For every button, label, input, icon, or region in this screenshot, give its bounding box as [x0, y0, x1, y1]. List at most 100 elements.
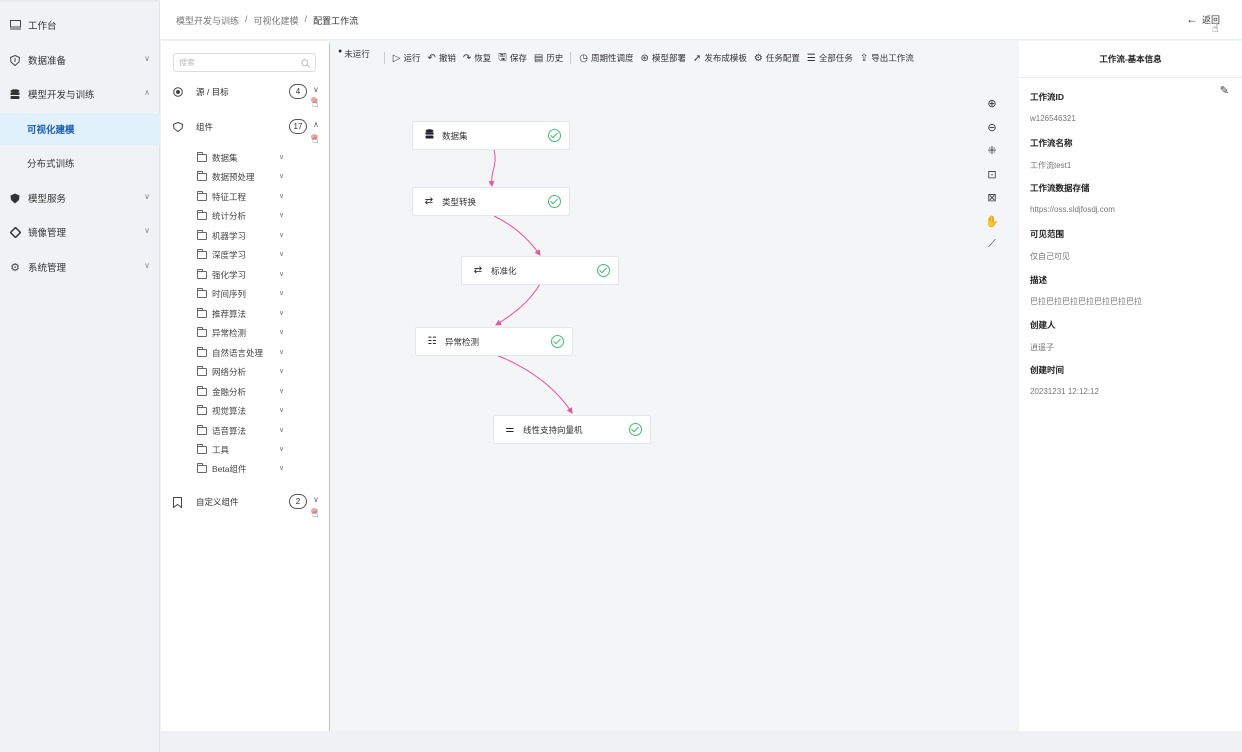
chevron-down-icon[interactable]: ∨ — [313, 85, 319, 94]
workflow-node-type-conversion[interactable]: ⇄ 类型转换 — [412, 187, 570, 216]
workflow-node-dataset[interactable]: 数据集 — [412, 121, 570, 150]
bookmark-icon — [173, 497, 183, 508]
workflow-node-standardize[interactable]: ⇄ 标准化 — [461, 256, 619, 285]
chevron-down-icon[interactable]: ∨ — [279, 368, 285, 375]
fit-icon[interactable]: ⁜ — [987, 145, 997, 157]
folder-item[interactable]: 推荐算法∨ — [197, 305, 297, 323]
export-workflow-button[interactable]: ⇪导出工作流 — [860, 52, 914, 64]
zoom-in-icon[interactable]: ⊕ — [987, 98, 997, 110]
deploy-label: 模型部署 — [651, 53, 686, 63]
folder-icon — [197, 425, 207, 435]
chart-icon[interactable]: ⟋ — [988, 238, 996, 250]
status-label: 未运行 — [344, 48, 370, 59]
folder-label: 深度学习 — [212, 250, 247, 260]
folder-item[interactable]: 视觉算法∨ — [197, 402, 297, 420]
folder-label: 金融分析 — [212, 387, 247, 397]
actual-size-icon[interactable]: ⊡ — [987, 168, 997, 181]
undo-button[interactable]: ↶撤销 — [427, 52, 455, 64]
chevron-down-icon[interactable]: ∨ — [279, 193, 285, 200]
workflow-canvas[interactable]: ● 未运行 ▷运行 ↶撤销 ↷恢复 🖫保存 ▤历史 ◷周期性调度 ⊛模型部署 ➚… — [330, 41, 1018, 731]
nav-item-data-prep[interactable]: 数据准备 ∨ — [0, 45, 160, 75]
workflow-node-anomaly-detection[interactable]: ☷ 异常检测 — [415, 327, 573, 356]
nav-sub-visual-modeling[interactable]: 可视化建模 — [0, 113, 160, 145]
folder-item[interactable]: 统计分析∨ — [197, 207, 297, 225]
folder-item[interactable]: 金融分析 ∨ — [197, 383, 297, 401]
nav-item-model-service[interactable]: 模型服务 ∨ — [0, 183, 160, 213]
chevron-down-icon[interactable]: ∨ — [279, 154, 285, 161]
folder-item[interactable]: 网络分析 ∨ — [197, 363, 297, 381]
undo-icon: ↶ — [427, 52, 436, 64]
schedule-button[interactable]: ◷周期性调度 — [579, 52, 633, 64]
run-button[interactable]: ▷运行 — [393, 52, 421, 64]
back-button[interactable]: ← 返回 — [1186, 12, 1220, 26]
chevron-down-icon[interactable]: ∨ — [279, 212, 285, 219]
redo-button[interactable]: ↷恢复 — [463, 52, 491, 64]
group-custom-components[interactable]: 自定义组件 2 ∨ — [173, 492, 323, 512]
nav-sub-label: 分布式训练 — [27, 159, 75, 170]
history-button[interactable]: ▤历史 — [534, 52, 563, 64]
folder-label: 网络分析 — [212, 367, 247, 377]
folder-item[interactable]: 语音算法∨ — [197, 422, 297, 440]
task-config-button[interactable]: ⚙任务配置 — [754, 52, 800, 64]
folder-label: 时间序列 — [212, 289, 247, 299]
chevron-down-icon[interactable]: ∨ — [279, 427, 285, 434]
folder-item[interactable]: Beta组件∨ — [197, 460, 297, 478]
folder-item[interactable]: 工具∨ — [197, 441, 297, 459]
chevron-down-icon[interactable]: ∨ — [279, 232, 285, 239]
chevron-down-icon[interactable]: ∨ — [279, 173, 285, 180]
chevron-down-icon[interactable]: ∨ — [279, 310, 285, 317]
chevron-down-icon[interactable]: ∨ — [279, 251, 285, 258]
group-source-target[interactable]: 源 / 目标 4 ∨ — [173, 82, 323, 102]
chevron-down-icon[interactable]: ∨ — [279, 446, 285, 453]
target-icon — [173, 87, 183, 97]
folder-item[interactable]: 自然语言处理∨ — [197, 344, 297, 362]
all-tasks-button[interactable]: ☰全部任务 — [807, 52, 853, 64]
folder-item[interactable]: 时间序列 ∨ — [197, 285, 297, 303]
folder-item[interactable]: 强化学习∨ — [197, 266, 297, 284]
folder-item[interactable]: 深度学习 ∨ — [197, 246, 297, 264]
folder-icon — [197, 366, 207, 376]
hand-icon[interactable]: ✋ — [985, 215, 999, 228]
folder-icon — [197, 230, 207, 240]
nav-item-model-dev[interactable]: 模型开发与训练 ∧ — [0, 79, 160, 109]
chevron-up-icon[interactable]: ∧ — [313, 120, 319, 129]
deploy-button[interactable]: ⊛模型部署 — [641, 52, 686, 64]
chevron-down-icon[interactable]: ∨ — [279, 465, 285, 472]
group-components[interactable]: 组件 17 ∧ — [173, 117, 323, 137]
field-label: 工作流数据存储 — [1030, 183, 1090, 193]
zoom-out-icon[interactable]: ⊖ — [987, 121, 997, 134]
chevron-down-icon[interactable]: ∨ — [279, 349, 285, 356]
nav-item-image-mgmt[interactable]: 镜像管理 ∨ — [0, 217, 160, 247]
frame-icon[interactable]: ⊠ — [987, 192, 997, 204]
folder-item[interactable]: 数据集∨ — [197, 149, 297, 167]
breadcrumb-item[interactable]: 可视化建模 — [253, 16, 299, 26]
publish-label: 发布成模板 — [704, 53, 747, 63]
folder-item[interactable]: 机器学习∨ — [197, 227, 297, 245]
workflow-node-linear-svm[interactable]: ⚌ 线性支持向量机 — [493, 415, 651, 444]
folder-icon — [197, 191, 207, 201]
folder-item[interactable]: 数据预处理∨ — [197, 168, 297, 186]
field-value: 工作流test1 — [1030, 161, 1072, 170]
nav-sub-distributed-training[interactable]: 分布式训练 — [0, 147, 160, 179]
chevron-down-icon[interactable]: ∨ — [279, 388, 285, 395]
chevron-down-icon[interactable]: ∨ — [279, 290, 285, 297]
folder-item[interactable]: 特征工程∨ — [197, 188, 297, 206]
save-button[interactable]: 🖫保存 — [498, 50, 527, 67]
breadcrumb-item[interactable]: 模型开发与训练 — [176, 16, 240, 26]
folder-item[interactable]: 异常检测 ∨ — [197, 324, 297, 342]
click-indicator — [311, 508, 317, 514]
field-value: https://oss.sldjfosdj.com — [1030, 205, 1115, 214]
database-icon — [9, 88, 21, 100]
publish-template-button[interactable]: ➚发布成模板 — [693, 52, 747, 64]
edge — [495, 354, 573, 414]
chevron-down-icon[interactable]: ∨ — [279, 407, 285, 414]
folder-label: 异常检测 — [212, 328, 247, 338]
chevron-down-icon[interactable]: ∨ — [313, 495, 319, 504]
check-circle-icon — [548, 195, 561, 208]
edit-icon[interactable]: ✎ — [1219, 85, 1229, 97]
search-input[interactable]: 搜索 — [173, 53, 316, 72]
chevron-down-icon[interactable]: ∨ — [279, 271, 285, 278]
nav-item-workbench[interactable]: 工作台 — [0, 10, 160, 40]
chevron-down-icon[interactable]: ∨ — [279, 329, 285, 336]
nav-item-system-mgmt[interactable]: ⚙ 系统管理 ∨ — [0, 252, 160, 282]
